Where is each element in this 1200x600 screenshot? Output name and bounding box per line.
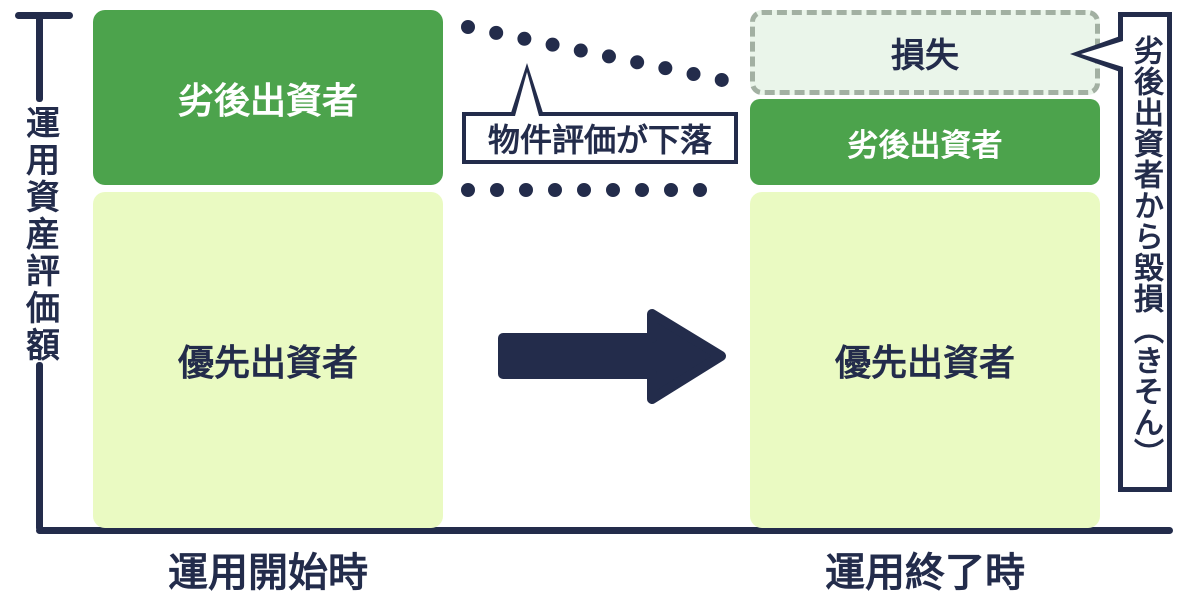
start-subordinated-investor-box: 劣後出資者 [93, 10, 443, 185]
x-axis-end-label: 運用終了時 [825, 551, 1025, 595]
loss-box: 損失 [750, 10, 1100, 95]
end-priority-investor-box: 優先出資者 [750, 192, 1100, 528]
y-axis-label: 運用資産評価額 [20, 104, 59, 364]
decline-callout: 物件評価が下落 [462, 63, 738, 164]
transition-arrow-icon [498, 309, 726, 404]
start-priority-investor-box: 優先出資者 [93, 192, 443, 528]
y-axis-line-lower [36, 362, 43, 531]
damage-callout: 劣後出資者から毀損（きそん） [1070, 12, 1172, 492]
x-axis-start-label: 運用開始時 [168, 551, 368, 595]
y-axis-line-upper [36, 14, 43, 102]
y-axis-top-cap [15, 12, 73, 19]
end-subordinated-investor-box: 劣後出資者 [750, 99, 1100, 185]
valuation-decline-dotted-line [461, 20, 729, 87]
x-axis-line [36, 527, 1173, 534]
